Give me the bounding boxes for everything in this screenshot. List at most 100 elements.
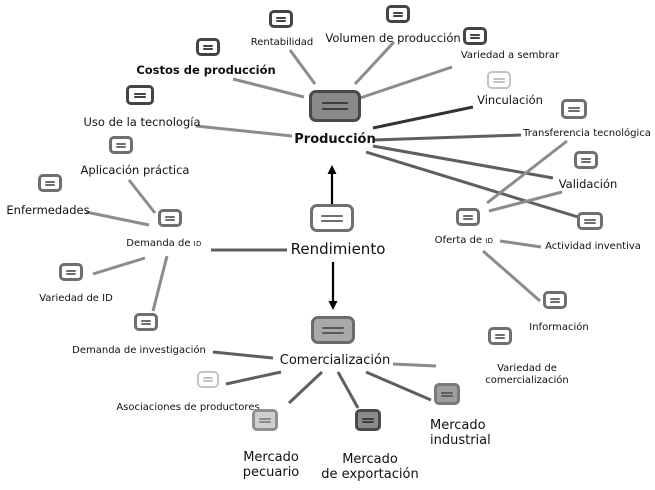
label-text: Producción [294, 132, 376, 147]
edge-comercializacion-variedad_com [392, 362, 437, 368]
asociaciones-node-label: Asociaciones de productores [116, 402, 259, 414]
demanda-id-node-label: Demanda de ID [126, 238, 201, 250]
vinculacion-node-icon[interactable] [487, 71, 511, 89]
validacion-node-icon[interactable] [574, 151, 598, 169]
label-text: Mercado [243, 450, 299, 465]
actividad-inventiva-node-icon[interactable] [577, 212, 603, 230]
aplicacion-node-icon[interactable] [109, 136, 133, 154]
mercado-pecuario-node-icon[interactable] [252, 409, 278, 431]
edge-comercializacion-mercado_industrial [365, 370, 432, 402]
rendimiento-node-label: Rendimiento [290, 240, 386, 258]
enfermedades-node-icon[interactable] [38, 174, 62, 192]
uso-tecnologia-node-icon[interactable] [126, 85, 154, 105]
edge-produccion-costos [232, 77, 305, 99]
label-text: Rendimiento [290, 240, 386, 258]
demanda-inv-node-icon[interactable] [134, 313, 158, 331]
validacion-node-label: Validación [558, 177, 618, 191]
label-text: Variedad de [497, 363, 557, 374]
label-text: Costos de producción [136, 63, 276, 77]
edge-demanda_id-enfermedades [85, 210, 150, 227]
arrow-rendimiento-to-produccion [327, 165, 337, 204]
volumen-node-icon[interactable] [386, 5, 410, 23]
label-text: Variedad de ID [39, 293, 113, 304]
variedad-sembrar-node-label: Variedad a sembrar [461, 50, 559, 62]
arrow-rendimiento-to-comercializacion [328, 262, 338, 310]
uso-tecnologia-node-label: Uso de la tecnología [83, 115, 200, 129]
asociaciones-node-icon[interactable] [197, 370, 219, 388]
edge-demanda_id-aplicacion [127, 179, 157, 214]
label-text: Variedad a sembrar [460, 50, 560, 61]
volumen-node-label: Volumen de producción [325, 31, 461, 45]
variedad-id-node-icon[interactable] [59, 263, 83, 281]
vinculacion-node-label: Vinculación [477, 93, 543, 107]
produccion-node-icon[interactable] [309, 90, 361, 122]
edge-produccion-variedad_sembrar [359, 65, 453, 100]
produccion-node-label: Producción [294, 132, 376, 148]
label-text: de exportación [321, 466, 419, 482]
edge-oferta_id-transferencia [486, 139, 568, 205]
rendimiento-node-icon[interactable] [310, 204, 354, 232]
edge-produccion-transferencia [372, 133, 522, 142]
edge-produccion-uso_tecnologia [195, 124, 293, 138]
demanda-inv-node-label: Demanda de investigación [72, 345, 206, 357]
rentabilidad-node-label: Rentabilidad [251, 37, 314, 49]
label-text: Demanda de [126, 238, 191, 249]
label-text: Rentabilidad [250, 37, 314, 48]
edge-oferta_id-validacion [488, 190, 563, 213]
edge-oferta_id-informacion [482, 249, 541, 303]
label-text: Demanda de investigación [72, 345, 206, 356]
label-text: Oferta de [434, 235, 483, 246]
label-text: Actividad inventiva [545, 241, 641, 252]
rentabilidad-node-icon[interactable] [269, 10, 293, 28]
label-text: industrial [430, 432, 491, 448]
edge-comercializacion-mercado_exportacion [336, 371, 360, 409]
label-text: Mercado [342, 452, 398, 467]
label-text: Aplicación práctica [80, 163, 190, 177]
mercado-exportacion-node-icon[interactable] [355, 409, 381, 431]
informacion-node-icon[interactable] [543, 291, 567, 309]
arrows-layer [327, 165, 338, 310]
edge-demanda_id-variedad_id [92, 256, 146, 276]
edge-produccion-volumen [353, 40, 396, 86]
costos-node-label: Costos de producción [136, 63, 276, 77]
edge-produccion-rentabilidad [288, 49, 317, 85]
label-text: Validación [558, 177, 618, 191]
aplicacion-node-label: Aplicación práctica [80, 163, 190, 177]
label-smallcaps: ID [485, 237, 494, 245]
comercializacion-node-icon[interactable] [311, 316, 355, 344]
variedad-com-node-icon[interactable] [488, 327, 512, 345]
oferta-id-node-label: Oferta de ID [435, 235, 494, 247]
edges-layer [85, 40, 579, 409]
informacion-node-label: Información [529, 322, 588, 334]
label-text: Volumen de producción [325, 31, 461, 45]
label-text: Información [529, 322, 589, 333]
label-text: pecuario [242, 464, 300, 480]
edge-produccion-validacion [372, 144, 554, 180]
edge-produccion-actividad_inventiva [365, 150, 579, 219]
costos-node-icon[interactable] [196, 38, 220, 56]
transferencia-node-label: Transferencia tecnológica [523, 128, 651, 140]
edge-comercializacion-mercado_pecuario [287, 370, 324, 405]
enfermedades-node-label: Enfermedades [6, 203, 90, 217]
variedad-sembrar-node-icon[interactable] [463, 27, 487, 45]
edge-demanda_id-demanda_inv [151, 255, 169, 312]
label-text: Enfermedades [6, 203, 90, 217]
oferta-id-node-icon[interactable] [456, 208, 480, 226]
label-smallcaps: ID [193, 240, 202, 248]
demanda-id-node-icon[interactable] [158, 209, 182, 227]
mercado-industrial-node-icon[interactable] [434, 383, 460, 405]
edge-comercializacion-asociaciones [225, 370, 282, 386]
label-text: Vinculación [477, 93, 543, 107]
transferencia-node-icon[interactable] [561, 99, 587, 119]
variedad-id-node-label: Variedad de ID [39, 293, 113, 305]
edge-produccion-vinculacion [372, 105, 474, 130]
comercializacion-node-label: Comercialización [280, 353, 390, 369]
edge-comercializacion-demanda_inv [212, 350, 274, 360]
edge-oferta_id-actividad_inventiva [499, 239, 542, 249]
label-text: Mercado [430, 418, 486, 433]
label-text: comercialización [485, 374, 569, 386]
